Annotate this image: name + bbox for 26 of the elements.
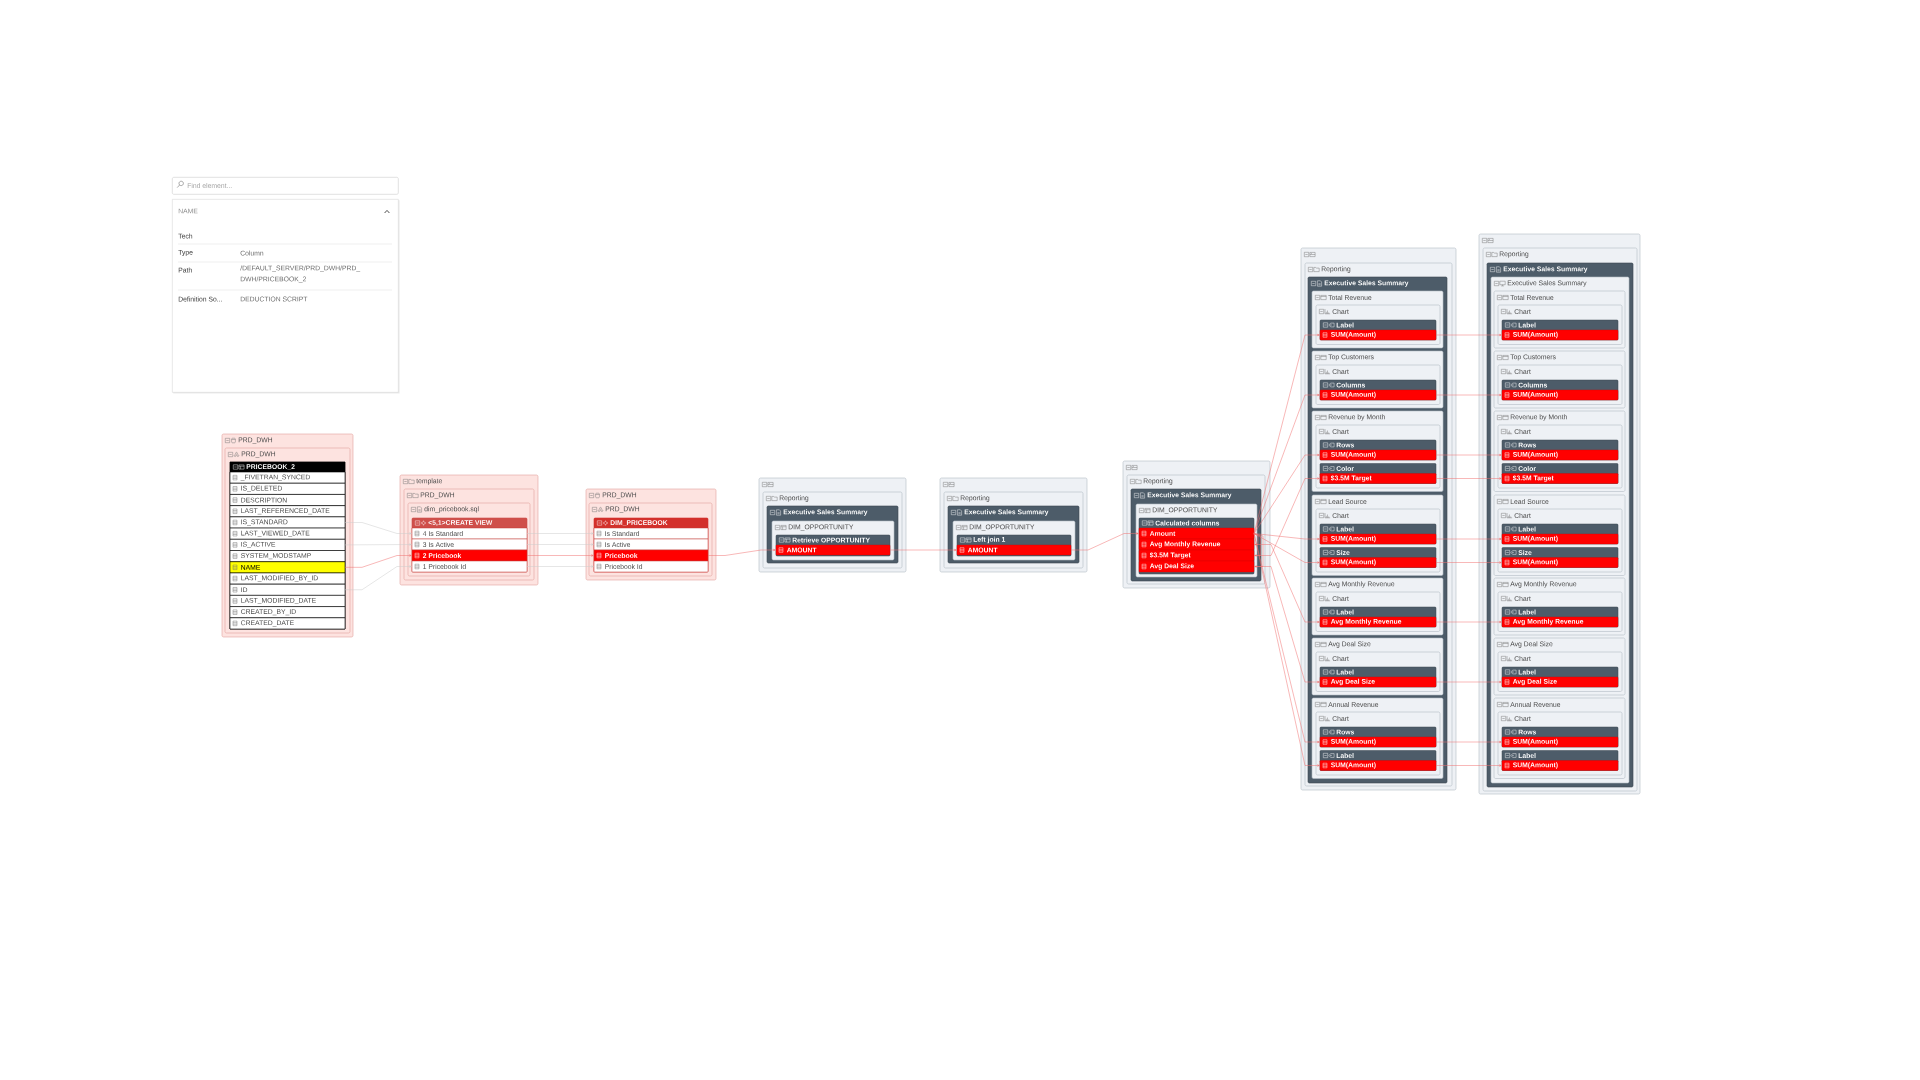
arrow — [1253, 393, 1320, 534]
arrow — [1253, 566, 1320, 684]
arrow — [344, 565, 412, 590]
arrow — [1435, 333, 1502, 337]
arrow — [1435, 453, 1502, 457]
arrow — [1435, 393, 1502, 397]
arrow — [1435, 680, 1502, 684]
arrow — [344, 522, 412, 535]
arrow — [1253, 477, 1320, 556]
arrow — [1435, 740, 1502, 744]
arrow — [1435, 477, 1502, 480]
arrow — [889, 548, 957, 552]
arrow — [1253, 533, 1264, 568]
arrow — [1435, 537, 1502, 541]
arrow — [1253, 533, 1320, 541]
arrow — [1253, 533, 1259, 546]
arrow — [1435, 764, 1502, 767]
arrow — [1435, 561, 1502, 564]
arrow — [526, 554, 594, 557]
arrow — [1070, 532, 1139, 551]
arrow — [1435, 620, 1502, 624]
arrow — [1253, 533, 1320, 564]
arrow — [1253, 453, 1320, 534]
arrow — [707, 548, 776, 556]
arrow — [1253, 544, 1320, 624]
arrow — [344, 554, 412, 568]
